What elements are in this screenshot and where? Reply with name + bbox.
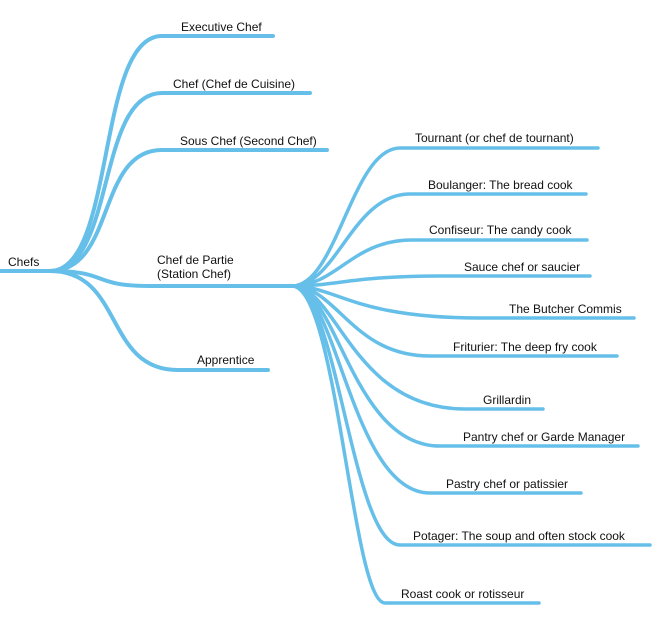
node-confiseur[interactable]: Confiseur: The candy cook <box>429 223 572 237</box>
branch-potager <box>290 284 652 547</box>
branch-apprentice <box>48 269 270 372</box>
chef-de-partie-label-line1: Chef de Partie <box>157 253 234 267</box>
branch-tournant <box>290 146 600 288</box>
node-grillardin[interactable]: Grillardin <box>483 393 532 407</box>
branch-friturier <box>290 284 619 358</box>
root-node-chefs[interactable]: Chefs <box>8 255 40 269</box>
node-garde-manager[interactable]: Pantry chef or Garde Manager <box>463 430 626 444</box>
node-saucier[interactable]: Sauce chef or saucier <box>464 260 581 274</box>
node-friturier[interactable]: Friturier: The deep fry cook <box>453 340 597 354</box>
node-potager[interactable]: Potager: The soup and often stock cook <box>413 529 625 543</box>
node-apprentice[interactable]: Apprentice <box>197 353 255 367</box>
node-patissier[interactable]: Pastry chef or patissier <box>446 477 569 491</box>
chef-de-partie-label-line2: (Station Chef) <box>157 267 232 281</box>
branch-saucier <box>290 274 592 288</box>
node-boulanger[interactable]: Boulanger: The bread cook <box>428 178 573 192</box>
branch-executive-chef <box>48 34 275 273</box>
node-tournant[interactable]: Tournant (or chef de tournant) <box>415 131 574 145</box>
node-executive-chef[interactable]: Executive Chef <box>181 20 262 34</box>
branch-butcher-commis <box>290 284 636 320</box>
node-chef-de-partie[interactable]: Chef de Partie (Station Chef) <box>157 253 234 281</box>
branch-sous-chef <box>48 148 329 273</box>
node-chef-de-cuisine[interactable]: Chef (Chef de Cuisine) <box>173 77 296 91</box>
branch-rotisseur <box>290 284 541 605</box>
node-butcher-commis[interactable]: The Butcher Commis <box>509 302 622 316</box>
node-rotisseur[interactable]: Roast cook or rotisseur <box>401 587 525 601</box>
branch-chef-de-cuisine <box>48 91 312 273</box>
branch-boulanger <box>290 192 588 288</box>
node-sous-chef[interactable]: Sous Chef (Second Chef) <box>180 134 317 148</box>
